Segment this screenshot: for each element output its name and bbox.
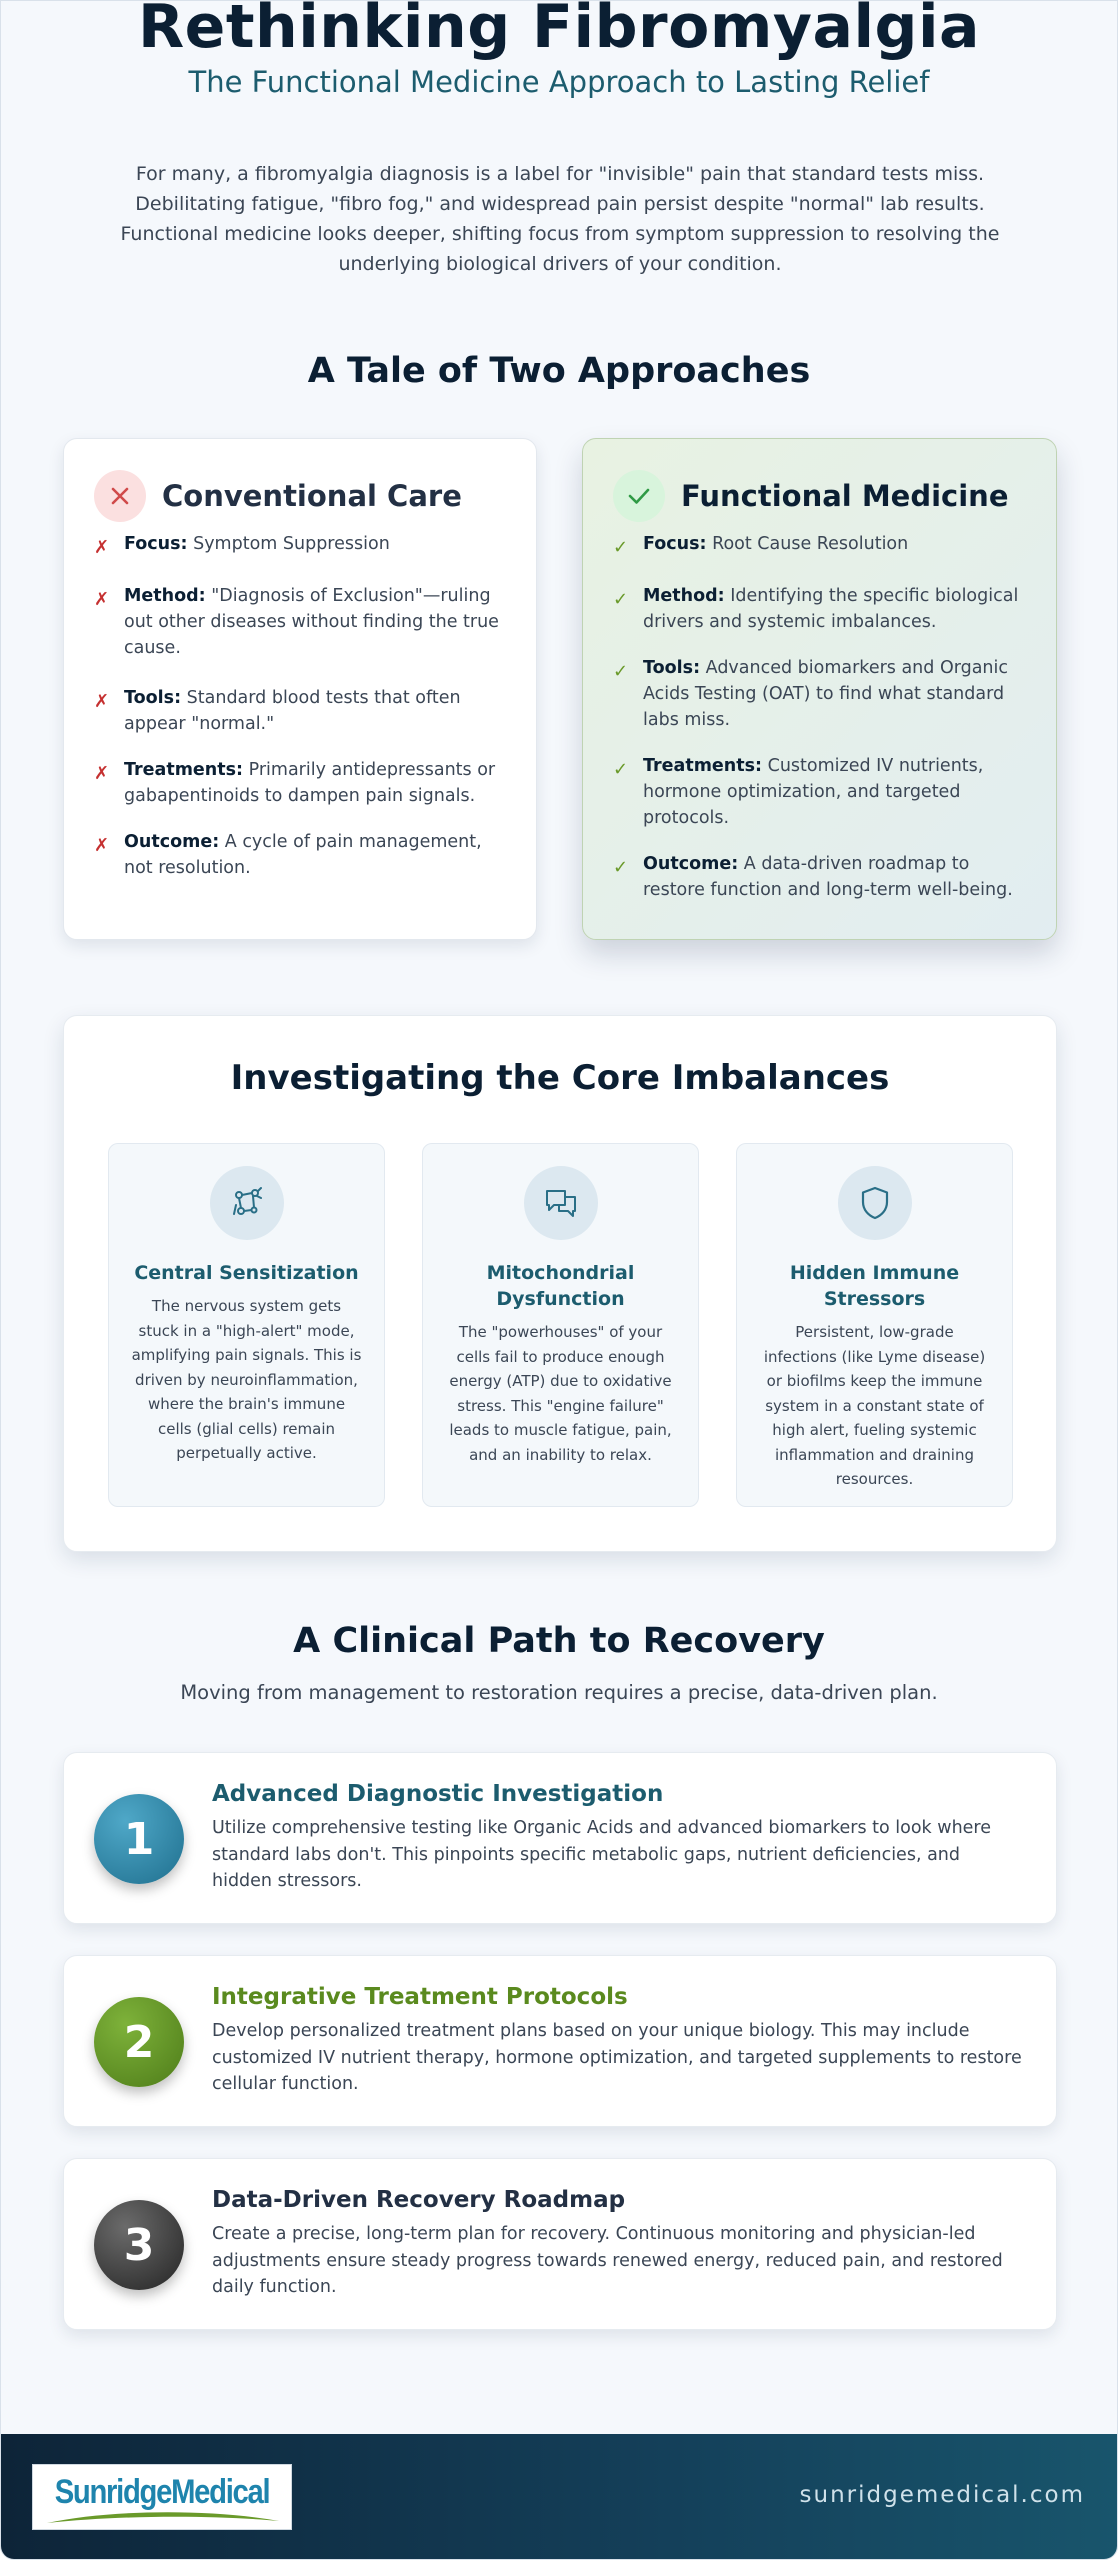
nervous-system-icon — [209, 1166, 284, 1240]
core-imbalances-title: Investigating the Core Imbalances — [230, 1058, 890, 1098]
cross-mark-icon: ✗ — [94, 835, 110, 856]
comparison-title: A Tale of Two Approaches — [307, 351, 811, 391]
step-card-3: 3 Data-Driven Recovery Roadmap Create a … — [63, 2158, 1057, 2330]
conventional-points: ✗ Focus: Symptom Suppression ✗ Method: "… — [94, 531, 506, 881]
speech-bubbles-icon — [523, 1166, 598, 1240]
point-label: Focus: — [124, 534, 188, 554]
conventional-care-card: Conventional Care ✗ Focus: Symptom Suppr… — [63, 438, 537, 940]
core-imbalances-panel: Investigating the Core Imbalances Centra… — [63, 1015, 1057, 1552]
point-text: Customized IV nutrients, hormone optimiz… — [643, 756, 984, 828]
step-card-2: 2 Integrative Treatment Protocols Develo… — [63, 1955, 1057, 2127]
functional-medicine-card: Functional Medicine ✓ Focus: Root Cause … — [582, 438, 1057, 940]
step-card-1: 1 Advanced Diagnostic Investigation Util… — [63, 1752, 1057, 1924]
point-label: Treatments: — [643, 756, 763, 776]
point-label: Method: — [643, 586, 725, 606]
footer: SunridgeMedical sunridgemedical.com — [1, 2434, 1117, 2559]
core-card-title: Mitochondrial Dysfunction — [486, 1262, 635, 1310]
list-item: ✓ Treatments: Customized IV nutrients, h… — [613, 753, 1026, 831]
check-mark-icon: ✓ — [613, 537, 629, 558]
list-item: ✓ Focus: Root Cause Resolution — [613, 531, 1026, 561]
check-mark-icon: ✓ — [613, 589, 629, 610]
cross-mark-icon: ✗ — [94, 691, 110, 712]
point-text: "Diagnosis of Exclusion"—ruling out othe… — [124, 586, 499, 658]
cross-mark-icon: ✗ — [94, 537, 110, 558]
x-icon — [94, 470, 146, 522]
functional-card-header: Functional Medicine — [613, 469, 1026, 523]
functional-points: ✓ Focus: Root Cause Resolution ✓ Method:… — [613, 531, 1026, 903]
step-description: Create a precise, long-term plan for rec… — [212, 2224, 1003, 2297]
brand-logo[interactable]: SunridgeMedical — [32, 2464, 292, 2530]
cross-mark-icon: ✗ — [94, 763, 110, 784]
point-label: Tools: — [643, 658, 701, 678]
core-card-description: The nervous system gets stuck in a "high… — [131, 1297, 362, 1462]
path-title: A Clinical Path to Recovery — [293, 1621, 825, 1661]
list-item: ✓ Method: Identifying the specific biolo… — [613, 583, 1026, 635]
check-icon — [613, 470, 665, 522]
intro-paragraph: For many, a fibromyalgia diagnosis is a … — [120, 163, 1000, 275]
list-item: ✗ Method: "Diagnosis of Exclusion"—rulin… — [94, 583, 506, 661]
page-subtitle: The Functional Medicine Approach to Last… — [188, 65, 930, 99]
check-mark-icon: ✓ — [613, 661, 629, 682]
list-item: ✓ Outcome: A data-driven roadmap to rest… — [613, 851, 1026, 903]
point-text: A cycle of pain management, not resoluti… — [124, 832, 482, 878]
check-mark-icon: ✓ — [613, 857, 629, 878]
step-number-badge: 2 — [94, 1997, 184, 2087]
point-label: Method: — [124, 586, 206, 606]
core-card-hidden-immune-stressors: Hidden Immune Stressors Persistent, low-… — [736, 1143, 1013, 1507]
list-item: ✗ Treatments: Primarily antidepressants … — [94, 757, 506, 809]
point-text: Primarily antidepressants or gabapentino… — [124, 760, 496, 806]
check-mark-icon: ✓ — [613, 759, 629, 780]
conventional-card-title: Conventional Care — [162, 479, 462, 513]
core-card-mitochondrial-dysfunction: Mitochondrial Dysfunction The "powerhous… — [422, 1143, 699, 1507]
cross-mark-icon: ✗ — [94, 589, 110, 610]
point-text: Standard blood tests that often appear "… — [124, 688, 461, 734]
point-label: Tools: — [124, 688, 182, 708]
point-text: Root Cause Resolution — [712, 534, 909, 554]
point-text: Symptom Suppression — [193, 534, 390, 554]
logo-text: SunridgeMedical — [54, 2473, 271, 2511]
point-label: Outcome: — [643, 854, 739, 874]
point-label: Focus: — [643, 534, 707, 554]
step-number-badge: 1 — [94, 1794, 184, 1884]
core-card-central-sensitization: Central Sensitization The nervous system… — [108, 1143, 385, 1507]
step-number-badge: 3 — [94, 2200, 184, 2290]
shield-icon — [837, 1166, 912, 1240]
core-card-title: Hidden Immune Stressors — [789, 1262, 960, 1310]
point-text: Advanced biomarkers and Organic Acids Te… — [643, 658, 1009, 730]
point-label: Outcome: — [124, 832, 220, 852]
list-item: ✗ Outcome: A cycle of pain management, n… — [94, 829, 506, 881]
list-item: ✓ Tools: Advanced biomarkers and Organic… — [613, 655, 1026, 733]
list-item: ✗ Focus: Symptom Suppression — [94, 531, 506, 561]
step-description: Utilize comprehensive testing like Organ… — [212, 1818, 992, 1891]
step-title: Integrative Treatment Protocols — [212, 1984, 628, 2010]
core-card-description: The "powerhouses" of your cells fail to … — [449, 1323, 672, 1464]
step-description: Develop personalized treatment plans bas… — [212, 2021, 1022, 2094]
list-item: ✗ Tools: Standard blood tests that often… — [94, 685, 506, 737]
step-title: Advanced Diagnostic Investigation — [212, 1781, 664, 1807]
conventional-card-header: Conventional Care — [94, 469, 506, 523]
functional-card-title: Functional Medicine — [681, 479, 1009, 513]
point-text: A data-driven roadmap to restore functio… — [643, 854, 1013, 900]
website-link[interactable]: sunridgemedical.com — [799, 2482, 1085, 2508]
path-subtitle: Moving from management to restoration re… — [180, 1681, 938, 1704]
core-card-title: Central Sensitization — [134, 1262, 359, 1284]
point-text: Identifying the specific biological driv… — [643, 586, 1019, 632]
logo-swoosh-icon — [47, 2512, 279, 2523]
point-label: Treatments: — [124, 760, 244, 780]
core-card-description: Persistent, low-grade infections (like L… — [763, 1323, 986, 1488]
step-title: Data-Driven Recovery Roadmap — [212, 2187, 626, 2213]
page-title: Rethinking Fibromyalgia — [137, 0, 981, 62]
